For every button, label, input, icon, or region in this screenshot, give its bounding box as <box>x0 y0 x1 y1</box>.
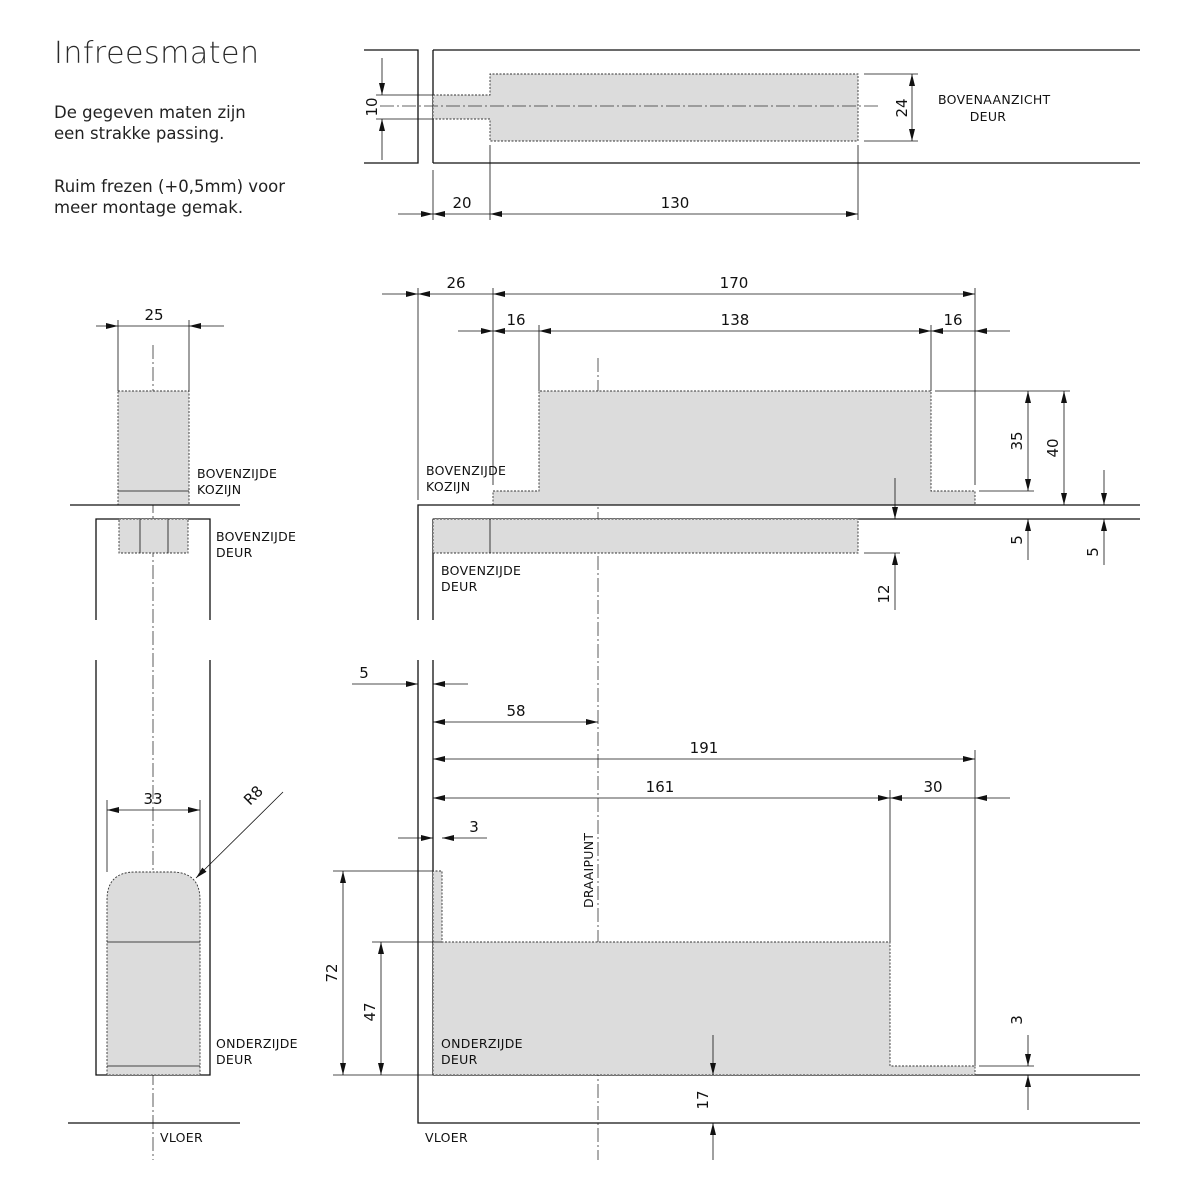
dim-5-right: 5 <box>1084 547 1102 557</box>
side-frame-label-2: KOZIJN <box>197 482 241 497</box>
door-top-pocket-front <box>432 518 859 554</box>
frame-outline <box>364 49 419 164</box>
dim-138: 138 <box>721 311 750 329</box>
door-top-pocket <box>118 518 189 554</box>
dim-40: 40 <box>1044 438 1062 457</box>
dim-5-lower: 5 <box>359 664 369 682</box>
dim-10: 10 <box>363 97 381 116</box>
dim-12: 12 <box>875 584 893 603</box>
dim-25: 25 <box>144 306 163 324</box>
side-door-top-label-2: DEUR <box>216 545 253 560</box>
dim-33: 33 <box>143 790 162 808</box>
note-line-3: Ruim frezen (+0,5mm) voor <box>54 177 286 196</box>
note-line-2: een strakke passing. <box>54 124 225 143</box>
note-line-4: meer montage gemak. <box>54 198 244 217</box>
dim-47: 47 <box>361 1002 379 1021</box>
side-view: 25 BOVENZIJDE KOZIJN BOVENZIJDE DEUR 33 … <box>68 306 298 1160</box>
floor-pivot-pocket <box>106 871 201 1076</box>
note-line-1: De gegeven maten zijn <box>54 103 246 122</box>
page-title: Infreesmaten <box>54 36 260 71</box>
dim-5-left: 5 <box>1008 535 1026 545</box>
lower-floor-label: VLOER <box>425 1130 468 1145</box>
pivot-label: DRAAIPUNT <box>581 833 596 908</box>
dim-191: 191 <box>690 739 719 757</box>
dim-170: 170 <box>720 274 749 292</box>
floor-outline <box>417 660 1140 1124</box>
side-frame-label-1: BOVENZIJDE <box>197 466 277 481</box>
dim-161: 161 <box>646 778 675 796</box>
dim-58: 58 <box>506 702 525 720</box>
frame-pocket <box>117 390 190 506</box>
dim-16-left: 16 <box>506 311 525 329</box>
dim-17: 17 <box>694 1090 712 1109</box>
dim-24: 24 <box>893 98 911 117</box>
frame-pocket-front <box>492 390 976 506</box>
dim-26: 26 <box>446 274 465 292</box>
upper-door-label-1: BOVENZIJDE <box>441 563 521 578</box>
lower-door-label-1: ONDERZIJDE <box>441 1036 523 1051</box>
upper-door-label-2: DEUR <box>441 579 478 594</box>
dim-20: 20 <box>452 194 471 212</box>
side-floor-label: VLOER <box>160 1130 203 1145</box>
dim-3-lower-right: 3 <box>1008 1015 1026 1025</box>
frame-outline-front <box>417 504 1140 620</box>
lower-front-view: 5 58 191 161 30 3 DRAAIPUNT 72 47 ONDERZ… <box>323 660 1140 1160</box>
side-door-bottom-label-2: DEUR <box>216 1052 253 1067</box>
lower-door-label-2: DEUR <box>441 1052 478 1067</box>
dim-16-right: 16 <box>943 311 962 329</box>
dim-130: 130 <box>661 194 690 212</box>
dim-r8: R8 <box>240 782 267 809</box>
top-view: 10 24 BOVENAANZICHT DEUR 20 130 <box>363 49 1140 220</box>
upper-frame-label-1: BOVENZIJDE <box>426 463 506 478</box>
pocket-outline <box>432 73 859 142</box>
dim-30: 30 <box>923 778 942 796</box>
tolerance-note: Ruim frezen (+0,5mm) voor meer montage g… <box>54 176 324 218</box>
dim-35: 35 <box>1008 431 1026 450</box>
upper-frame-label-2: KOZIJN <box>426 479 470 494</box>
side-door-bottom-label-1: ONDERZIJDE <box>216 1036 298 1051</box>
dim-72: 72 <box>323 963 341 982</box>
dim-3-lower-left: 3 <box>469 818 479 836</box>
fit-note: De gegeven maten zijn een strakke passin… <box>54 102 324 144</box>
top-view-label-2: DEUR <box>970 109 1007 124</box>
side-door-top-label-1: BOVENZIJDE <box>216 529 296 544</box>
top-view-label-1: BOVENAANZICHT <box>938 92 1051 107</box>
